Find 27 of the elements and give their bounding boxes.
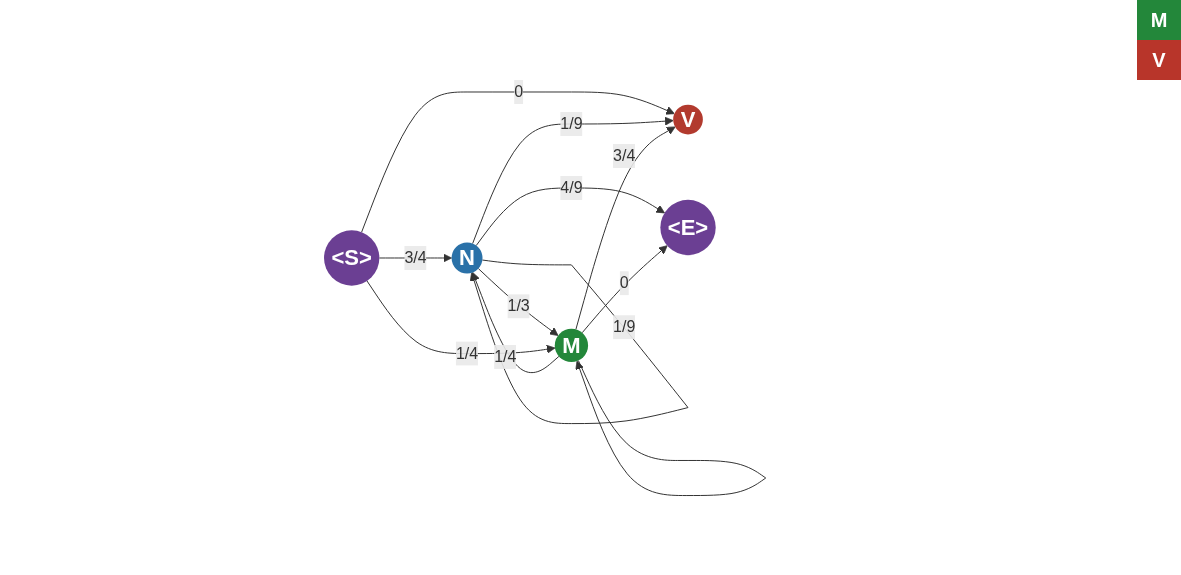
node-circle: N xyxy=(451,242,483,274)
arrow xyxy=(469,259,689,424)
edge-label: 3/4 xyxy=(404,248,427,266)
arrow xyxy=(366,280,556,354)
arrow xyxy=(361,91,675,233)
legend-swatch: M xyxy=(1137,0,1181,40)
arrow xyxy=(575,359,767,496)
edge-label: 1/3 xyxy=(507,297,530,315)
node-circle: V xyxy=(673,104,703,135)
arrow xyxy=(477,267,559,336)
arrow xyxy=(575,126,676,330)
edge-label: 1/9 xyxy=(560,114,583,132)
arrow xyxy=(472,116,674,244)
arrow xyxy=(471,271,560,373)
node-circle: <S> xyxy=(324,230,380,286)
edge-label: 1/4 xyxy=(456,344,479,362)
edge-label: 4/9 xyxy=(560,178,583,196)
node-circle: <E> xyxy=(660,199,716,255)
edge-label: 1/4 xyxy=(494,347,517,365)
legend-swatch: V xyxy=(1137,40,1181,80)
edge-label: 3/4 xyxy=(613,146,636,164)
edge-label: 0 xyxy=(514,82,524,100)
node-circle: M xyxy=(554,328,589,362)
edge-label: 1/9 xyxy=(613,317,636,335)
arrow xyxy=(581,245,668,333)
edge-label: 0 xyxy=(619,273,629,291)
arrow xyxy=(475,187,665,246)
